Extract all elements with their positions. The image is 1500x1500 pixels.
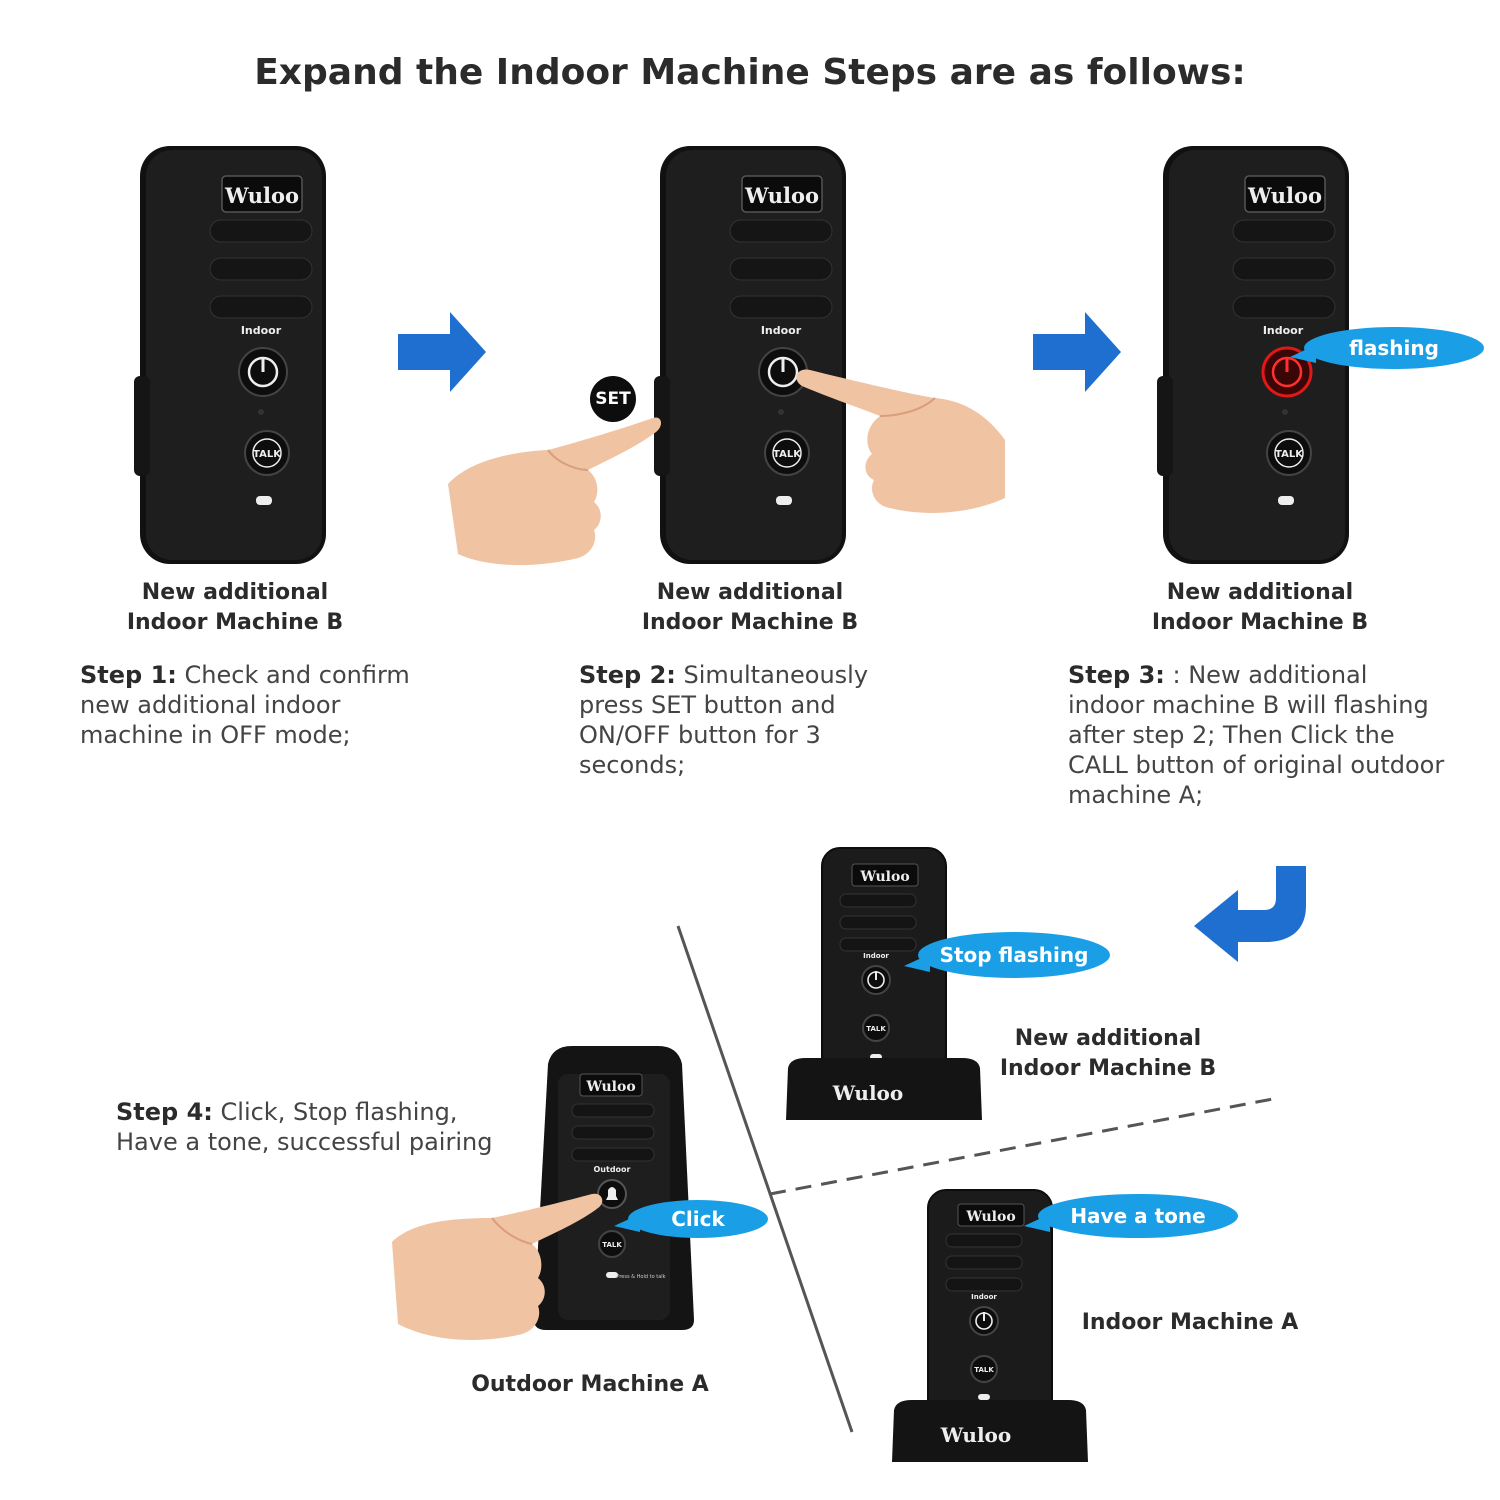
svg-text:Indoor: Indoor [1263, 324, 1304, 337]
svg-text:TALK: TALK [974, 1366, 994, 1374]
svg-text:Indoor: Indoor [971, 1293, 997, 1301]
brand-logo: Wuloo [1247, 183, 1322, 208]
svg-text:Indoor: Indoor [863, 952, 889, 960]
hand-pressing-icon [392, 1193, 603, 1340]
svg-text:Indoor: Indoor [241, 324, 282, 337]
set-button-badge: SET [590, 376, 636, 422]
svg-text:TALK: TALK [1275, 449, 1304, 460]
svg-text:Wuloo: Wuloo [965, 1209, 1015, 1225]
step2-text: Step 2: Simultaneously press SET button … [579, 661, 869, 779]
step4-text: Step 4: Click, Stop flashing, Have a ton… [116, 1098, 493, 1156]
svg-text:Wuloo: Wuloo [585, 1079, 635, 1095]
svg-text:Outdoor: Outdoor [594, 1165, 631, 1174]
flashing-bubble: flashing [1290, 327, 1484, 369]
click-bubble: Click [614, 1200, 768, 1238]
caption-step1: New additional Indoor Machine B [126, 580, 344, 635]
indoor-machine-b-step3: Wuloo Indoor TALK [1157, 146, 1349, 564]
page-title: Expand the Indoor Machine Steps are as f… [254, 52, 1246, 93]
svg-text:Press & Hold to talk: Press & Hold to talk [616, 1274, 665, 1280]
svg-text:TALK: TALK [773, 449, 802, 460]
caption-indoor-a: Indoor Machine A [1081, 1310, 1299, 1335]
step3-text: Step 3: : New additional indoor machine … [1068, 661, 1445, 809]
indoor-machine-a-docked: Wuloo Indoor TALK Wuloo [892, 1189, 1088, 1462]
have-tone-bubble: Have a tone [1024, 1194, 1238, 1238]
outdoor-machine-a: Wuloo Outdoor TALK Press & Hold to talk [534, 1046, 694, 1330]
arrow-return-icon [1194, 866, 1306, 962]
hand-left-icon [448, 417, 662, 566]
caption-step2: New additional Indoor Machine B [641, 580, 859, 635]
caption-new-machine-b: New additional Indoor Machine B [999, 1026, 1217, 1081]
caption-step3: New additional Indoor Machine B [1151, 580, 1369, 635]
indoor-machine-b-step2: Wuloo Indoor TALK [654, 146, 846, 564]
brand-logo: Wuloo [744, 183, 819, 208]
indoor-machine-b-docked: Wuloo Indoor TALK Wuloo [786, 847, 982, 1120]
svg-text:Wuloo: Wuloo [832, 1081, 903, 1105]
svg-text:Wuloo: Wuloo [940, 1423, 1011, 1447]
stop-flashing-bubble: Stop flashing [904, 932, 1110, 978]
step1-text: Step 1: Check and confirm new additional… [80, 661, 410, 749]
svg-text:TALK: TALK [253, 449, 282, 460]
arrow-right-icon [398, 312, 486, 392]
caption-outdoor-a: Outdoor Machine A [471, 1372, 709, 1397]
svg-text:TALK: TALK [602, 1241, 622, 1249]
svg-text:Indoor: Indoor [761, 324, 802, 337]
svg-text:TALK: TALK [866, 1025, 886, 1033]
hand-right-icon [796, 369, 1005, 513]
indoor-machine-b-step1: Wuloo Indoor TALK [134, 146, 326, 564]
arrow-right-icon [1033, 312, 1121, 392]
svg-text:Wuloo: Wuloo [859, 869, 909, 885]
brand-logo: Wuloo [224, 183, 299, 208]
